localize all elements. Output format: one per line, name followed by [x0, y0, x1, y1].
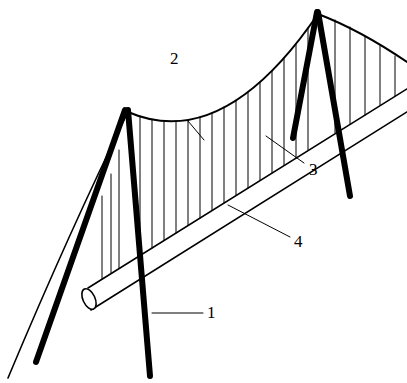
tower	[36, 12, 350, 376]
callout-number: 4	[294, 233, 303, 250]
callout-number: 3	[309, 161, 318, 178]
hangers	[102, 20, 395, 279]
callout-number: 1	[207, 304, 216, 321]
main-cable	[128, 14, 318, 121]
main-cable	[318, 14, 407, 62]
callout-number: 2	[170, 50, 179, 67]
leader-line	[152, 121, 304, 313]
